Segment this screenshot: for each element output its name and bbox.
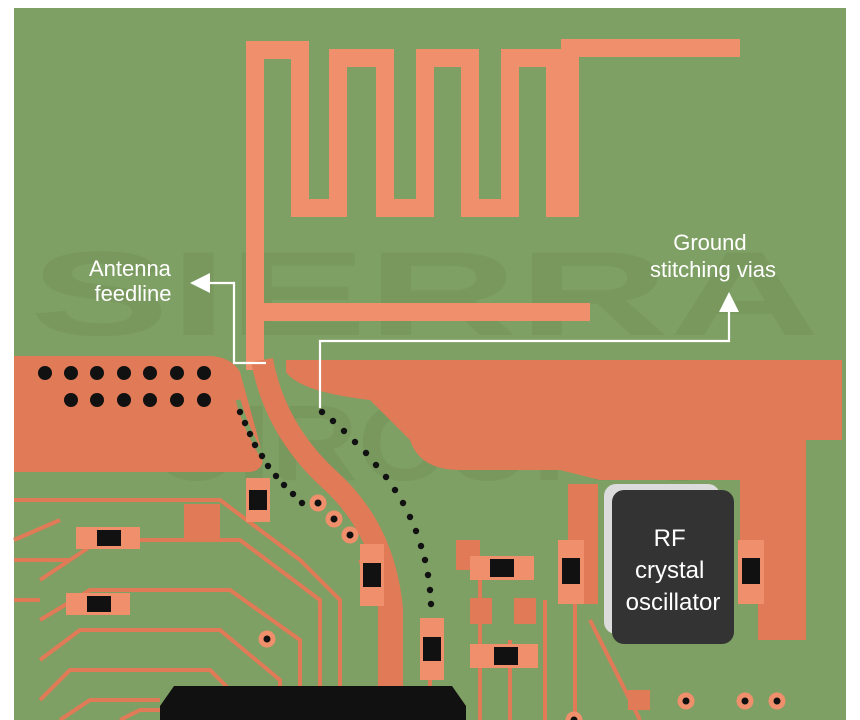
oscillator-label-line2: crystal xyxy=(635,557,704,584)
antenna-feedline-callout: Antenna feedline xyxy=(89,256,266,365)
svg-text:Ground stitching vias: Ground stitching vias xyxy=(650,230,776,282)
arrow-left-icon xyxy=(190,273,210,293)
antenna-feedline-label-line2: feedline xyxy=(94,281,171,306)
svg-text:RF crystal oscilla: RF crystal oscillator xyxy=(626,525,721,616)
ic-chip xyxy=(160,686,466,720)
ground-vias-label-line1: Ground xyxy=(673,230,746,255)
ground-vias-callout: Ground stitching vias xyxy=(318,230,776,408)
ground-vias-label-line2: stitching vias xyxy=(650,257,776,282)
meander-antenna xyxy=(246,39,740,370)
watermark-line1: SIERRA xyxy=(30,227,820,361)
smd-capacitor xyxy=(246,478,270,522)
oscillator-label-line3: oscillator xyxy=(626,589,721,616)
smd-components xyxy=(66,478,764,680)
smd-capacitor xyxy=(558,540,584,604)
smd-resistor xyxy=(66,593,130,615)
ground-pour-right xyxy=(286,360,842,640)
smd-capacitor xyxy=(738,540,764,604)
smd-resistor xyxy=(470,556,534,580)
rf-crystal-oscillator: RF crystal oscillator xyxy=(604,484,734,644)
smd-capacitor xyxy=(420,618,444,680)
signal-vias xyxy=(258,494,786,720)
smd-resistor xyxy=(76,527,140,549)
ground-stitching-vias xyxy=(38,366,435,608)
arrow-up-icon xyxy=(719,292,739,312)
antenna-feedline-label-line1: Antenna xyxy=(89,256,172,281)
smd-capacitor xyxy=(360,544,384,606)
oscillator-label-line1: RF xyxy=(654,525,686,552)
smd-resistor xyxy=(470,644,538,668)
antenna-feedline-trace xyxy=(251,357,403,720)
svg-text:Antenna feedline: Antenna feedline xyxy=(89,256,177,306)
